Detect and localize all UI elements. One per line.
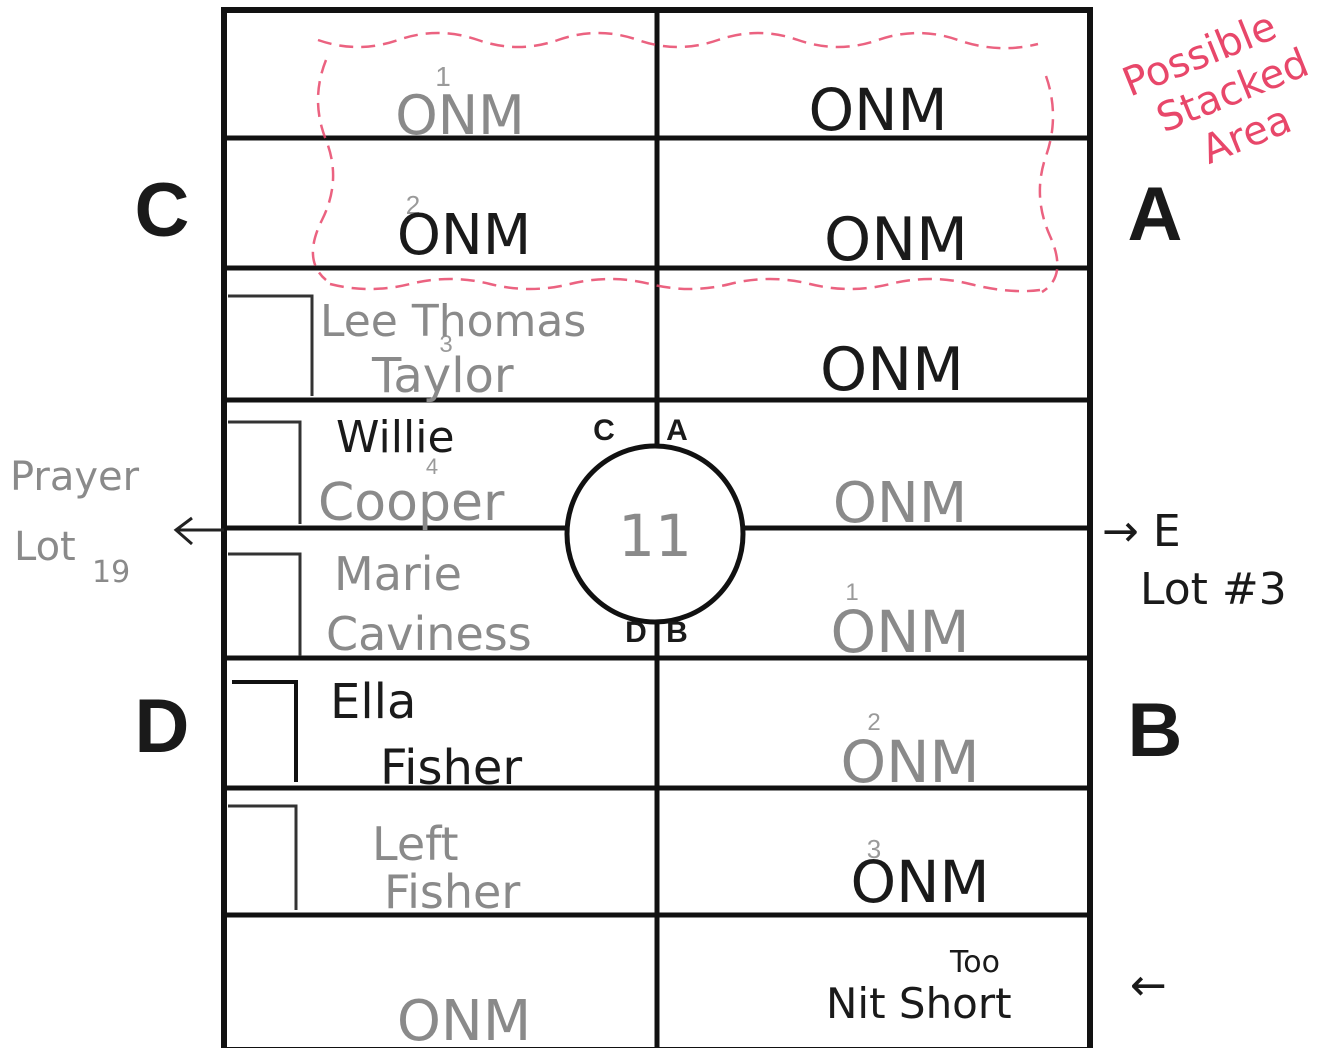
plot-number: 3 xyxy=(439,331,452,358)
plot-entry-right-1: ONM xyxy=(808,76,947,144)
stacked-area-note: Possible Stacked Area xyxy=(1116,3,1315,173)
section-label-a: A xyxy=(1128,172,1183,257)
marker-box xyxy=(232,680,298,782)
marker-box xyxy=(228,804,298,910)
stacked-area-top-wave xyxy=(317,31,1039,50)
plot-entry-left-7-line2: Fisher xyxy=(384,865,520,919)
center-quadrant-a: A xyxy=(666,414,688,447)
stacked-area-right-edge xyxy=(1038,75,1059,294)
plot-entry-left-3-line2: Taylor xyxy=(371,348,514,404)
left-note-line2: Lot xyxy=(14,524,76,570)
plot-entry-left-6-line2: Fisher xyxy=(380,740,522,796)
plot-grid xyxy=(221,7,1093,1048)
plot-number: 3 xyxy=(867,834,881,864)
plot-entry-left-4-line1: Willie xyxy=(336,412,455,463)
plot-number: 4 xyxy=(426,454,438,479)
plot-entry-right-4: ONM xyxy=(833,471,967,536)
plot-entry-right-7: ONM xyxy=(850,848,989,916)
plot-entry-left-5-line1: Marie xyxy=(334,547,462,601)
right-note-line1: → E xyxy=(1102,506,1181,557)
plot-entry-right-5: ONM xyxy=(830,598,969,666)
marker-box xyxy=(228,420,302,524)
plot-entry-left-2: ONM xyxy=(397,203,531,268)
plot-entry-right-8-line2: Nit Short xyxy=(826,979,1012,1028)
plot-entry-right-8-line1: Too xyxy=(949,945,1000,980)
center-marker: 11 C A D B xyxy=(564,414,746,649)
center-label: 11 xyxy=(618,502,692,570)
section-label-b: B xyxy=(1128,688,1183,773)
plot-entry-left-3-line1: Lee Thomas xyxy=(320,296,586,347)
marker-boxes xyxy=(228,294,314,910)
plot-entry-left-4-line2: Cooper xyxy=(318,473,505,533)
center-circle xyxy=(564,443,746,625)
plot-entry-left-8: ONM xyxy=(397,989,531,1048)
plot-entry-left-6-line1: Ella xyxy=(330,674,416,730)
left-note-line3: 19 xyxy=(92,555,130,590)
marker-box xyxy=(228,294,314,396)
center-quadrant-d: D xyxy=(625,616,647,649)
marker-box xyxy=(228,552,302,656)
plot-number: 2 xyxy=(406,190,420,220)
stacked-area-left-edge xyxy=(311,59,335,281)
stacked-area-bottom-wave xyxy=(329,277,1041,293)
plot-entry-right-6: ONM xyxy=(840,728,979,796)
plot-entry-left-7-line1: Left xyxy=(372,817,459,871)
stacked-area-outline xyxy=(311,31,1059,294)
right-column: ONM ONM ONM ONM 1 ONM 2 ONM 3 ONM Too Ni… xyxy=(808,76,1011,1028)
plot-entry-left-1: ONM xyxy=(395,84,525,147)
left-note-line1: Prayer xyxy=(10,454,140,500)
section-label-c: C xyxy=(135,168,190,253)
plot-entry-right-2: ONM xyxy=(824,205,968,275)
plot-number: 2 xyxy=(867,709,880,736)
center-quadrant-b: B xyxy=(666,616,688,649)
section-label-d: D xyxy=(135,684,190,769)
plot-entry-right-3: ONM xyxy=(820,335,964,405)
plot-number: 1 xyxy=(845,579,858,606)
bottom-right-arrow: ← xyxy=(1130,960,1167,1011)
left-arrow xyxy=(173,516,224,546)
plot-number: 1 xyxy=(435,61,451,92)
left-column: 1 ONM 2 ONM 3 Lee Thomas Taylor 4 Willie… xyxy=(318,61,586,1048)
center-quadrant-c: C xyxy=(593,414,615,447)
plot-entry-left-5-line2: Caviness xyxy=(326,607,532,661)
right-note-line2: Lot #3 xyxy=(1140,564,1287,615)
